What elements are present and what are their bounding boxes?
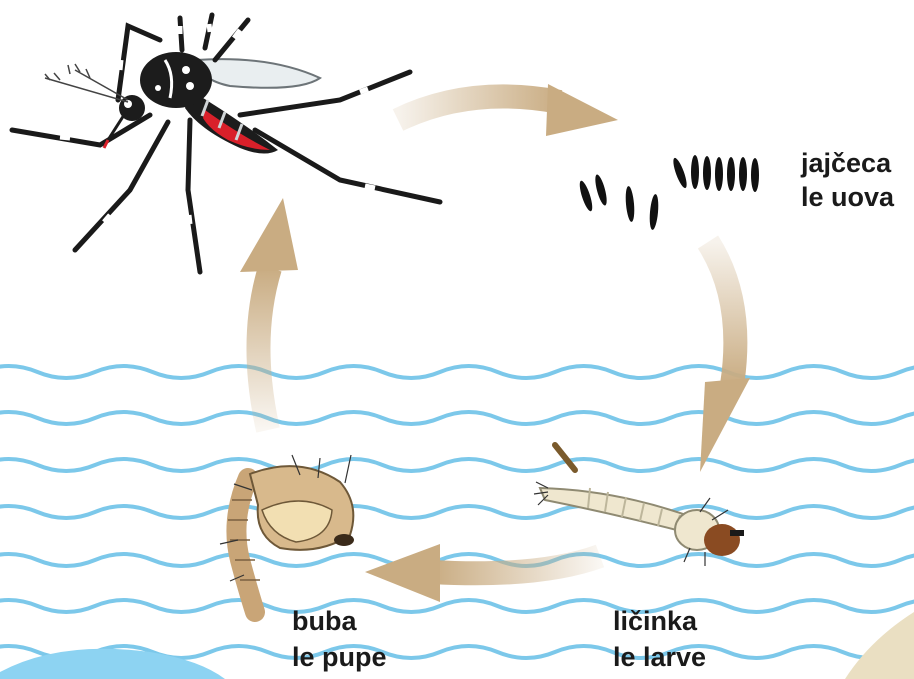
pupa-label-line1: buba — [292, 604, 357, 638]
wave-line — [0, 600, 914, 612]
pupa-label-line2: le pupe — [292, 640, 387, 674]
pond-shape — [0, 649, 225, 679]
cycle-arrow-icon — [240, 198, 298, 430]
wave-line — [0, 506, 914, 518]
cycle-arrow-icon — [700, 242, 750, 472]
mosquito-icon — [12, 15, 440, 272]
cycle-arrow-icon — [398, 84, 618, 136]
pupa-icon — [220, 455, 354, 612]
larva-label-line2: le larve — [613, 640, 706, 674]
eggs-icon — [577, 155, 759, 230]
cycle-arrow-icon — [365, 544, 600, 602]
egg-label-line1: jajčeca — [801, 146, 891, 180]
wave-line — [0, 366, 914, 378]
wave-line — [0, 412, 914, 424]
larva-label-line1: ličinka — [613, 604, 697, 638]
sand-shape — [845, 612, 914, 679]
egg-label-line2: le uova — [801, 180, 894, 214]
water-waves — [0, 366, 914, 658]
wave-line — [0, 459, 914, 471]
